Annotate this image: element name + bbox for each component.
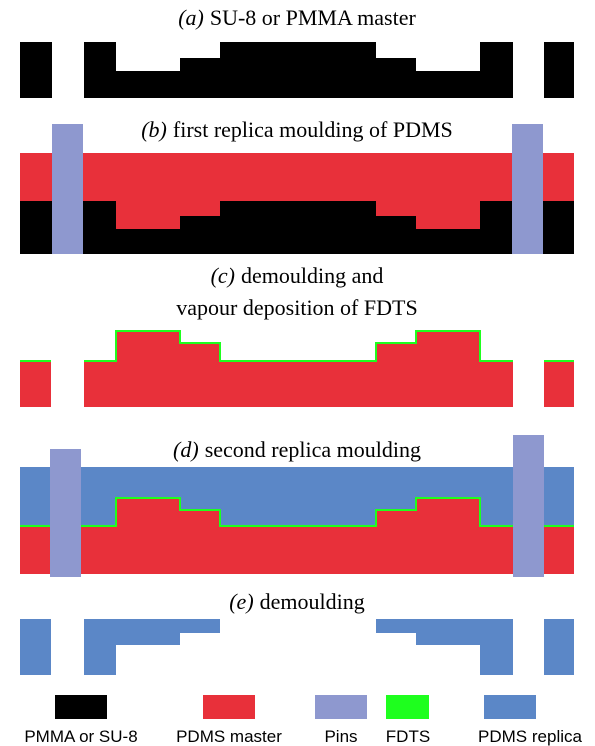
- legend-label-pins: Pins: [324, 727, 357, 746]
- caption-c-line2: vapour deposition of FDTS: [176, 295, 417, 320]
- legend-swatch-pdms-master: [203, 695, 255, 719]
- panel-b: [20, 124, 574, 254]
- caption-c-text: demoulding and: [241, 263, 383, 288]
- legend-swatch-pmma: [55, 695, 107, 719]
- legend-label-pmma: PMMA or SU-8: [24, 727, 137, 746]
- caption-a: (a)SU-8 or PMMA master: [178, 5, 416, 30]
- caption-d: (d)second replica moulding: [173, 437, 421, 462]
- legend: PMMA or SU-8 PDMS master Pins FDTS PDMS …: [24, 695, 583, 746]
- caption-e-label: (e): [229, 589, 253, 614]
- replica-right-block: [544, 619, 574, 675]
- pdms-master-in-mould: [20, 498, 574, 574]
- panel-e: [20, 619, 574, 675]
- pin-right-d: [513, 435, 544, 577]
- caption-d-text: second replica moulding: [205, 437, 421, 462]
- legend-swatch-pdms-replica: [484, 695, 536, 719]
- caption-c-label: (c): [211, 263, 235, 288]
- pin-right: [512, 124, 543, 254]
- caption-a-label: (a): [178, 5, 204, 30]
- fdts-coating-center: [84, 330, 513, 362]
- panel-d: [20, 435, 574, 577]
- panel-c: [20, 330, 574, 407]
- legend-label-pdms-replica: PDMS replica: [478, 727, 582, 746]
- pdms-master-center: [84, 331, 513, 407]
- pdms-master-left-block: [20, 361, 51, 407]
- master-left-block: [20, 42, 52, 98]
- caption-e-text: demoulding: [260, 589, 365, 614]
- master-right-block: [544, 42, 574, 98]
- caption-b: (b)first replica moulding of PDMS: [141, 117, 453, 142]
- legend-label-fdts: FDTS: [386, 727, 430, 746]
- pdms-master-right-block: [544, 361, 574, 407]
- pin-left-d: [50, 449, 81, 577]
- replica-center-profile: [84, 619, 513, 675]
- caption-d-label: (d): [173, 437, 199, 462]
- legend-swatch-fdts: [386, 695, 429, 719]
- caption-b-label: (b): [141, 117, 167, 142]
- panel-a: [20, 42, 574, 98]
- caption-a-text: SU-8 or PMMA master: [210, 5, 417, 30]
- fdts-interface: [20, 497, 574, 527]
- replica-left-block: [20, 619, 51, 675]
- master-in-mould: [20, 201, 574, 254]
- master-center-profile: [84, 42, 513, 98]
- pin-left: [52, 124, 83, 254]
- caption-c: (c)demoulding and: [211, 263, 384, 288]
- caption-e: (e) demoulding: [229, 589, 365, 614]
- legend-label-pdms-master: PDMS master: [176, 727, 282, 746]
- caption-b-text: first replica moulding of PDMS: [173, 117, 453, 142]
- legend-swatch-pins: [315, 695, 367, 719]
